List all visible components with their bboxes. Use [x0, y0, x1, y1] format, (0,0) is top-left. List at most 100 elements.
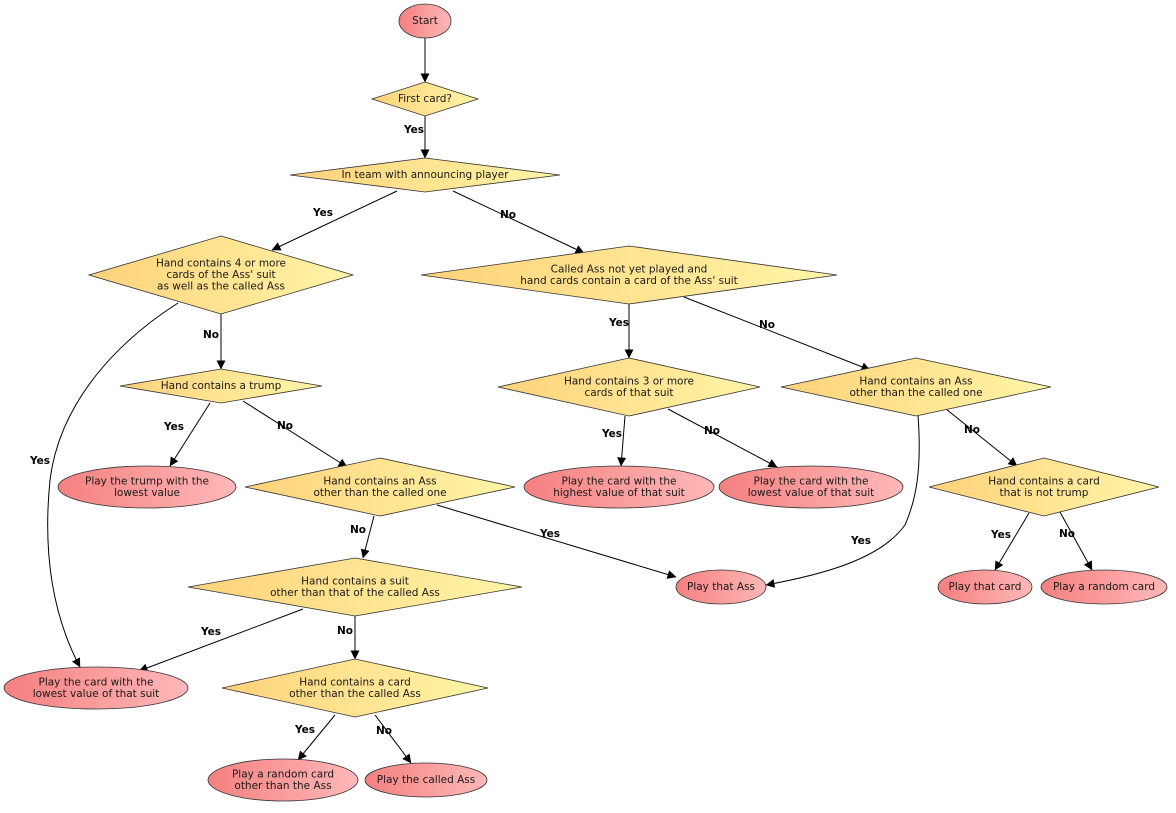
decision-diamond	[187, 557, 523, 617]
edges	[47, 38, 1093, 764]
edge-e03	[271, 190, 398, 251]
node-label: Hand contains 3 or more	[564, 375, 694, 387]
terminal-ellipse	[718, 465, 904, 509]
edge-e09	[169, 402, 211, 467]
terminal-ellipse	[523, 465, 715, 509]
node-label: Hand contains a trump	[161, 380, 282, 392]
node-label: Start	[412, 15, 438, 27]
node-label: as well as the called Ass	[157, 281, 285, 293]
edge-e19	[994, 512, 1030, 571]
edge-label-yes: Yes	[200, 626, 221, 638]
node-label: Play the card with the	[39, 676, 154, 688]
node-label: Play the card with the	[562, 475, 677, 487]
edge-label-yes: Yes	[294, 724, 315, 736]
node-label: Play the card with the	[754, 475, 869, 487]
decision-diamond	[119, 368, 323, 404]
edge-e20	[1059, 511, 1093, 571]
edge-label-no: No	[350, 524, 366, 536]
decision-diamond	[244, 457, 516, 517]
terminal-ellipse	[937, 569, 1033, 605]
node-label: lowest value	[114, 487, 180, 499]
edge-label-yes: Yes	[608, 317, 629, 329]
node-label: other than the Ass	[234, 780, 331, 792]
edge-e05	[47, 302, 179, 668]
terminal-ellipse	[57, 465, 237, 509]
decision-diamond	[370, 81, 480, 117]
node-label: cards of the Ass' suit	[166, 269, 275, 281]
decision-diamond	[221, 658, 489, 718]
terminal-ellipse	[398, 3, 452, 39]
edge-label-yes: Yes	[990, 529, 1011, 541]
action-play-random-card: Play a random card	[1040, 569, 1168, 605]
node-label: other than the called Ass	[289, 688, 421, 700]
decision-diamond	[420, 245, 838, 305]
edge-label-no: No	[500, 209, 516, 221]
node-label: Hand contains an Ass	[859, 375, 972, 387]
edge-label-no: No	[759, 319, 775, 331]
edge-e22	[374, 714, 412, 764]
terminal-ellipse	[364, 762, 488, 798]
node-label: Hand contains an Ass	[323, 475, 436, 487]
edge-label-no: No	[203, 329, 219, 341]
node-label: other than the called one	[313, 487, 446, 499]
node-label: hand cards contain a card of the Ass' su…	[520, 275, 738, 287]
node-label: Play a random card	[232, 768, 334, 780]
node-label: First card?	[398, 93, 452, 105]
edge-e16	[360, 515, 375, 559]
edge-label-yes: Yes	[163, 421, 184, 433]
edge-label-no: No	[964, 424, 980, 436]
edge-e14	[945, 408, 1018, 467]
edge-e17	[138, 608, 304, 673]
edge-label-yes: Yes	[312, 207, 333, 219]
node-label: cards of that suit	[584, 387, 673, 399]
decision-in-team: In team with announcing player	[289, 157, 561, 193]
node-label: Hand contains a card	[299, 676, 411, 688]
node-label: that is not trump	[1000, 487, 1089, 499]
decision-diamond	[780, 357, 1052, 417]
decision-diamond	[497, 357, 761, 417]
action-play-that-ass: Play that Ass	[675, 569, 767, 605]
node-label: Play a random card	[1053, 581, 1155, 593]
edge-label-no: No	[704, 425, 720, 437]
edge-e13	[765, 414, 920, 588]
node-label: lowest value of that suit	[33, 688, 160, 700]
node-label: other than the called one	[849, 387, 982, 399]
node-label: Called Ass not yet played and	[551, 263, 708, 275]
node-label: Hand contains a suit	[301, 575, 409, 587]
node-label: Play the called Ass	[377, 774, 475, 786]
action-play-called-ass: Play the called Ass	[364, 762, 488, 798]
terminal-ellipse	[207, 758, 359, 802]
edge-label-no: No	[376, 725, 392, 737]
terminal-ellipse	[1040, 569, 1168, 605]
edge-e08	[683, 296, 871, 372]
terminal-ellipse	[675, 569, 767, 605]
node-label: highest value of that suit	[553, 487, 685, 499]
edge-label-yes: Yes	[29, 455, 50, 467]
edge-e11	[617, 415, 627, 467]
node-label: In team with announcing player	[341, 169, 509, 181]
decision-first-card: First card?	[370, 81, 480, 117]
node-label: Play that card	[949, 581, 1022, 593]
node-label: Play the trump with the	[85, 475, 209, 487]
decision-diamond	[289, 157, 561, 193]
decision-diamond	[87, 235, 355, 315]
node-label: lowest value of that suit	[748, 487, 875, 499]
edge-label-yes: Yes	[601, 428, 622, 440]
decision-hand-trump: Hand contains a trump	[119, 368, 323, 404]
edge-e10	[242, 400, 348, 468]
edge-label-no: No	[337, 625, 353, 637]
edge-label-no: No	[277, 420, 293, 432]
